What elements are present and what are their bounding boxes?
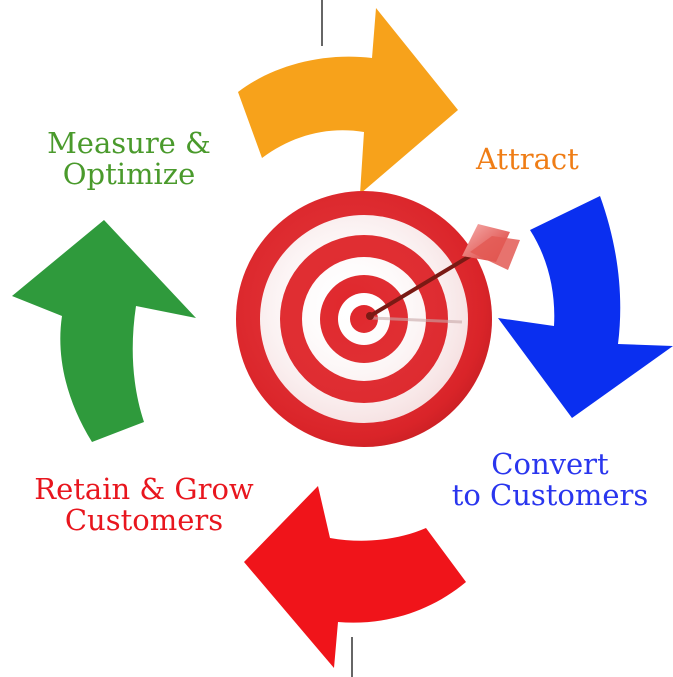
stage-label-measure-optimize: Measure & Optimize [47,126,211,191]
curved-arrow-down-icon [498,196,673,418]
stage-label-retain-grow-customers: Retain & Grow Customers [34,472,254,537]
stage-label-convert-to-customers: Convert to Customers [451,447,649,512]
curved-arrow-left-icon [244,486,466,668]
curved-arrow-right-icon [238,8,458,194]
stage-label-attract: Attract [476,142,579,176]
curved-arrow-up-icon [12,220,196,442]
bullseye-target-with-dart-icon [236,191,520,447]
